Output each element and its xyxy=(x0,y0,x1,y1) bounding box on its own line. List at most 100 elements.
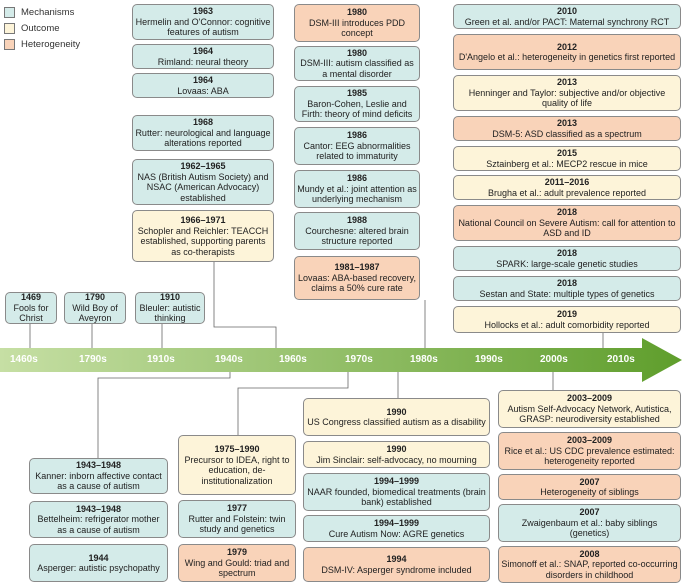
event-text: Cure Autism Now: AGRE genetics xyxy=(328,528,465,539)
event-text: DSM-IV: Asperger syndrome included xyxy=(321,564,472,575)
legend-item-mechanisms: Mechanisms xyxy=(4,4,80,20)
event-year: 1469 xyxy=(20,292,42,303)
event-text: Cantor: EEG abnormalities related to imm… xyxy=(303,140,411,162)
event-text: Zwaigenbaum et al.: baby siblings (genet… xyxy=(521,517,658,539)
event-box-2003-rice: 2003–2009 Rice et al.: US CDC prevalence… xyxy=(498,432,681,470)
event-year: 1994 xyxy=(386,554,407,564)
event-year: 1943–1948 xyxy=(75,460,122,471)
event-box-1985: 1985 Baron-Cohen, Leslie and Firth: theo… xyxy=(294,86,420,122)
event-box-1979: 1979 Wing and Gould: triad and spectrum xyxy=(178,544,296,582)
event-year: 1994–1999 xyxy=(373,476,420,487)
event-year: 1975–1990 xyxy=(214,444,260,454)
event-year: 2007 xyxy=(579,476,600,487)
event-year: 2013 xyxy=(556,77,578,88)
event-year: 2011–2016 xyxy=(544,177,590,187)
event-text: National Council on Severe Autism: call … xyxy=(458,217,676,239)
decade-label: 1960s xyxy=(279,354,307,365)
event-box-2018-spark: 2018 SPARK: large-scale genetic studies xyxy=(453,246,681,271)
event-year: 1986 xyxy=(346,173,368,184)
event-year: 1968 xyxy=(192,117,214,128)
event-text: NAS (British Autism Society) and NSAC (A… xyxy=(137,171,269,203)
event-year: 2019 xyxy=(556,309,578,319)
event-year: 1790 xyxy=(84,292,106,303)
event-box-1943-kanner: 1943–1948 Kanner: inborn affective conta… xyxy=(29,458,168,494)
legend-label: Mechanisms xyxy=(21,6,75,18)
legend-swatch-outcome xyxy=(4,22,15,34)
event-box-1964-lovaas: 1964 Lovaas: ABA xyxy=(132,73,274,98)
event-text: NAAR founded, biomedical treatments (bra… xyxy=(307,486,486,508)
event-year: 1944 xyxy=(88,552,109,563)
event-year: 1981–1987 xyxy=(334,262,380,273)
event-text: Simonoff et al.: SNAP, reported co-occur… xyxy=(501,559,678,580)
event-year: 1980 xyxy=(346,7,368,18)
event-year: 2018 xyxy=(556,207,578,218)
decade-label: 2000s xyxy=(540,354,568,365)
event-box-2008: 2008 Simonoff et al.: SNAP, reported co-… xyxy=(498,546,681,583)
event-text: Schopler and Reichler: TEACCH establishe… xyxy=(137,225,269,257)
event-box-1469: 1469 Fools for Christ xyxy=(5,292,57,324)
event-box-2018-sestan: 2018 Sestan and State: multiple types of… xyxy=(453,276,681,301)
event-box-2010: 2010 Green et al. and/or PACT: Maternal … xyxy=(453,4,681,29)
event-text: Wild Boy of Aveyron xyxy=(72,302,118,324)
event-text: Rimland: neural theory xyxy=(157,56,249,67)
event-text: D'Angelo et al.: heterogeneity in geneti… xyxy=(458,52,676,62)
event-text: Sestan and State: multiple types of gene… xyxy=(479,288,655,299)
event-box-1968: 1968 Rutter: neurological and language a… xyxy=(132,115,274,151)
event-box-2007-zwaigenbaum: 2007 Zwaigenbaum et al.: baby siblings (… xyxy=(498,504,681,542)
event-text: DSM-III introduces PDD concept xyxy=(308,17,406,39)
event-text: Hermelin and O'Connor: cognitive feature… xyxy=(135,16,271,38)
event-text: Fools for Christ xyxy=(13,302,49,324)
event-year: 1964 xyxy=(192,46,214,56)
event-text: US Congress classified autism as a disab… xyxy=(307,417,486,427)
event-text: Baron-Cohen, Leslie and Firth: theory of… xyxy=(301,98,413,120)
event-box-1994-dsm4: 1994 DSM-IV: Asperger syndrome included xyxy=(303,547,490,582)
legend-label: Outcome xyxy=(21,22,60,34)
decade-label: 1940s xyxy=(215,354,243,365)
event-box-1990-congress: 1990 US Congress classified autism as a … xyxy=(303,398,490,436)
event-text: Bleuler: autistic thinking xyxy=(139,302,201,324)
decade-label: 1790s xyxy=(79,354,107,365)
event-text: Mundy et al.: joint attention as underly… xyxy=(297,183,417,205)
decade-label: 2010s xyxy=(607,354,635,365)
event-text: DSM-III: autism classified as a mental d… xyxy=(300,58,414,79)
event-year: 1943–1948 xyxy=(75,503,122,514)
event-year: 1994–1999 xyxy=(373,518,420,528)
legend-label: Heterogeneity xyxy=(21,38,81,50)
event-year: 1979 xyxy=(226,547,248,558)
event-box-1910: 1910 Bleuler: autistic thinking xyxy=(135,292,205,324)
event-text: Wing and Gould: triad and spectrum xyxy=(184,557,290,579)
event-box-1994-can: 1994–1999 Cure Autism Now: AGRE genetics xyxy=(303,515,490,542)
event-box-1790: 1790 Wild Boy of Aveyron xyxy=(64,292,126,324)
event-year: 2003–2009 xyxy=(566,435,613,446)
event-box-1980-pdd: 1980 DSM-III introduces PDD concept xyxy=(294,4,420,42)
event-box-2011: 2011–2016 Brugha et al.: adult prevalenc… xyxy=(453,175,681,200)
connector-lines xyxy=(29,262,604,458)
event-box-1990-sinclair: 1990 Jim Sinclair: self-advocacy, no mou… xyxy=(303,441,490,468)
event-text: Sztainberg et al.: MECP2 rescue in mice xyxy=(486,158,648,169)
decade-label: 1990s xyxy=(475,354,503,365)
event-year: 2015 xyxy=(556,148,578,158)
event-text: SPARK: large-scale genetic studies xyxy=(496,258,638,269)
event-text: Brugha et al.: adult prevalence reported xyxy=(487,187,647,198)
event-year: 1910 xyxy=(159,292,181,303)
event-year: 2010 xyxy=(556,6,578,16)
event-box-1963: 1963 Hermelin and O'Connor: cognitive fe… xyxy=(132,4,274,40)
event-year: 1966–1971 xyxy=(180,215,226,225)
event-year: 1977 xyxy=(226,503,248,514)
event-text: DSM-5: ASD classified as a spectrum xyxy=(492,128,642,139)
legend-item-heterogeneity: Heterogeneity xyxy=(4,36,80,52)
event-text: Lovaas: ABA-based recovery, claims a 50%… xyxy=(298,272,416,294)
decade-label: 1980s xyxy=(410,354,438,365)
event-box-2013-dsm5: 2013 DSM-5: ASD classified as a spectrum xyxy=(453,116,681,141)
event-text: Autism Self-Advocacy Network, Autistica,… xyxy=(507,403,672,425)
event-year: 1964 xyxy=(192,75,214,85)
legend-swatch-mechanisms xyxy=(4,6,15,18)
event-box-1964-rimland: 1964 Rimland: neural theory xyxy=(132,44,274,69)
event-year: 2012 xyxy=(556,41,578,52)
event-box-1981: 1981–1987 Lovaas: ABA-based recovery, cl… xyxy=(294,256,420,300)
decade-label: 1910s xyxy=(147,354,175,365)
event-year: 2018 xyxy=(556,248,578,258)
decade-label: 1970s xyxy=(345,354,373,365)
event-box-2007-siblings: 2007 Heterogeneity of siblings xyxy=(498,474,681,500)
event-text: Courchesne: altered brain structure repo… xyxy=(305,225,409,247)
